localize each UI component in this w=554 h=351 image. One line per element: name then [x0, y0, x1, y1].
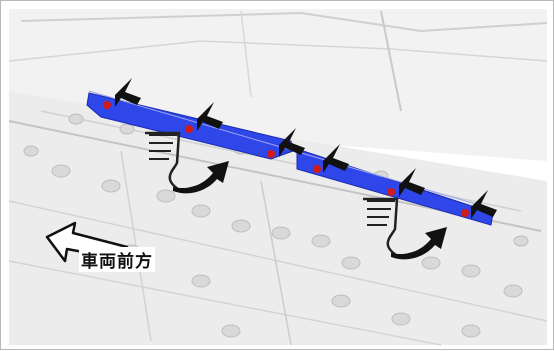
clip-marker [461, 209, 469, 217]
clip-marker [103, 101, 111, 109]
clip-marker [387, 188, 395, 196]
clip-marker [267, 150, 275, 158]
vehicle-front-label: 車両前方 [79, 247, 155, 272]
clip-markers [103, 101, 469, 217]
clip-marker [313, 165, 321, 173]
clip-marker [185, 125, 193, 133]
underbody-background [8, 9, 548, 346]
